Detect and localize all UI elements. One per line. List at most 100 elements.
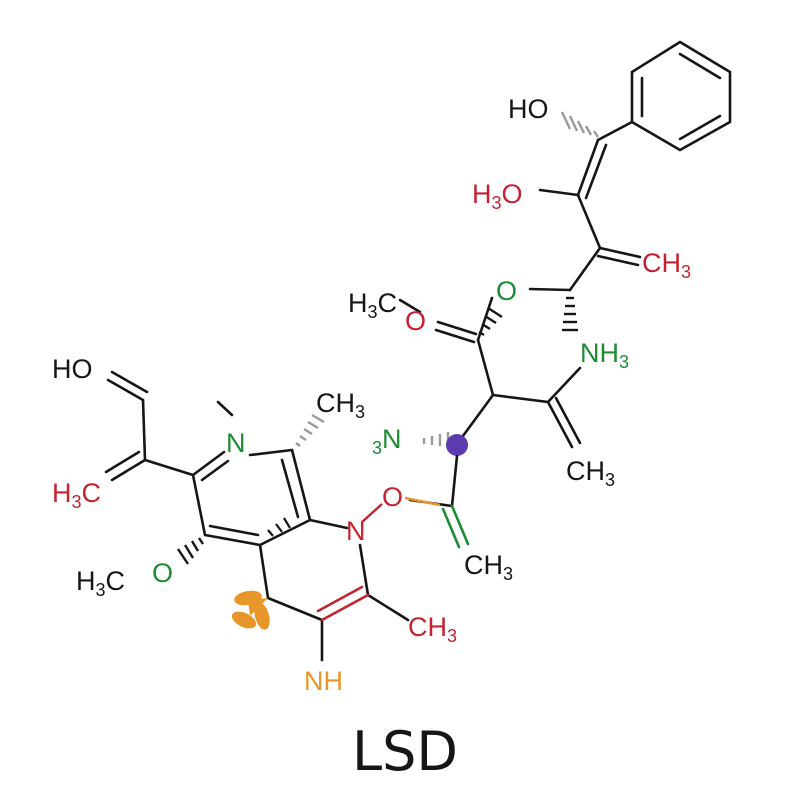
middle-ring-bonds — [398, 296, 582, 449]
bond — [308, 518, 349, 530]
double-bond — [434, 328, 476, 344]
hash — [295, 442, 301, 447]
hashed-wedge — [177, 537, 204, 565]
label-o-left: O — [152, 558, 173, 588]
bond — [450, 454, 459, 508]
label-ch3-n: CH3 — [316, 388, 365, 422]
label-nh3: NH3 — [580, 338, 629, 372]
hash — [311, 413, 325, 424]
label-o-carbonyl: O — [405, 306, 426, 336]
bond — [143, 458, 195, 477]
label-nh-bottom: NH — [304, 666, 343, 696]
hashed-wedge — [562, 296, 578, 332]
bond — [398, 298, 422, 314]
chiral-center-atom — [446, 434, 468, 456]
bond — [576, 193, 602, 250]
red-double-bond — [316, 585, 370, 622]
bond — [258, 518, 312, 547]
label-n-ring: N — [226, 428, 246, 458]
label-ch3-top: CH3 — [642, 248, 691, 282]
bond — [248, 448, 294, 457]
benzene-inner-bond — [678, 52, 722, 80]
label-o-plus: O — [382, 482, 403, 512]
hashed-wedge — [295, 413, 325, 447]
label-h3c-mid: H3C — [348, 288, 397, 322]
atom-labels: HO H3O CH3 O H3C O NH3 3N CH3 CH3 N N O … — [52, 94, 691, 696]
double-bond — [208, 524, 260, 537]
label-n3: 3N — [372, 424, 402, 458]
bond — [366, 593, 410, 622]
hash — [198, 537, 204, 545]
bond — [491, 393, 550, 404]
hash — [576, 120, 586, 134]
double-bond — [316, 585, 364, 613]
hash — [183, 544, 195, 559]
hashed-wedge — [478, 306, 503, 337]
label-h3o: H3O — [472, 179, 523, 213]
bond — [191, 473, 207, 537]
bond — [141, 398, 147, 462]
double-bond — [576, 138, 600, 197]
bond — [216, 400, 234, 417]
hash — [484, 314, 497, 325]
double-bond — [106, 378, 145, 402]
benzene-ring — [630, 40, 732, 152]
label-ho-top: HO — [508, 94, 549, 124]
benzene-hexagon — [630, 40, 732, 152]
lower-chain-bonds — [408, 454, 459, 508]
double-bond — [596, 254, 640, 267]
hash — [560, 111, 572, 130]
hash — [177, 548, 189, 565]
bond — [546, 366, 582, 404]
double-bond — [110, 370, 149, 394]
hash — [267, 529, 274, 537]
pyridine-ring-bonds — [104, 370, 410, 662]
label-h3c-left: H3C — [52, 478, 101, 512]
hashed-wedge — [422, 432, 450, 448]
diagram-title: LSD — [352, 720, 458, 783]
hash — [303, 427, 313, 436]
bond — [258, 543, 270, 600]
double-bond — [546, 400, 574, 449]
hash — [190, 540, 200, 552]
double-bond — [450, 504, 470, 546]
hash — [275, 523, 283, 533]
hash — [478, 330, 485, 337]
bond — [458, 393, 495, 442]
label-o-ring: O — [496, 276, 517, 306]
hash — [584, 125, 593, 136]
hash — [299, 435, 307, 441]
double-bond — [320, 593, 370, 622]
label-ch3-right: CH3 — [408, 612, 457, 646]
label-ho-left: HO — [52, 354, 93, 384]
double-bond — [280, 458, 300, 519]
double-bond — [200, 459, 230, 482]
double-bond — [441, 507, 461, 549]
double-bond — [598, 246, 642, 259]
bond — [596, 120, 634, 142]
o-bond — [404, 496, 441, 507]
n-o-bond — [361, 503, 383, 523]
hashed-wedge — [560, 111, 599, 138]
orange-wedge — [248, 598, 268, 616]
hash — [593, 130, 599, 138]
orange-lobe — [254, 602, 270, 630]
hash — [481, 322, 491, 331]
green-double-bond — [441, 504, 470, 549]
bond — [203, 533, 262, 547]
double-bond — [584, 143, 608, 200]
bond — [266, 596, 324, 622]
bond — [191, 450, 226, 477]
top-chain-bonds — [528, 120, 642, 292]
label-ch3-alkene: CH3 — [464, 550, 513, 584]
bond — [568, 246, 602, 292]
hash — [568, 115, 579, 132]
bond — [528, 287, 572, 292]
label-ch3-mid: CH3 — [566, 456, 615, 490]
orange-lobe — [231, 611, 257, 629]
hashed-wedge — [267, 517, 291, 537]
label-n-plus: N — [346, 516, 366, 546]
hash — [487, 306, 503, 319]
hash — [307, 420, 319, 430]
